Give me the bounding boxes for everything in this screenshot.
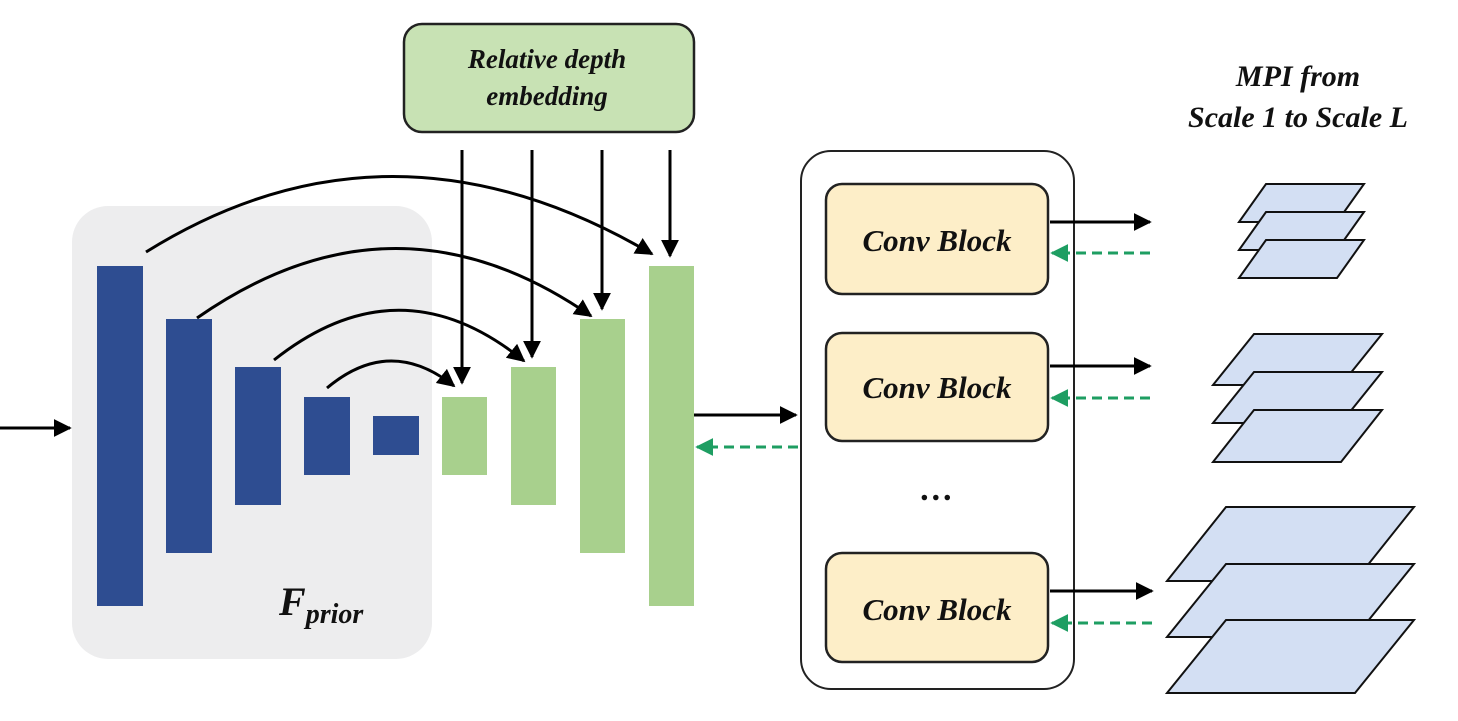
skip-arc [326,359,456,390]
skip-arc [145,175,654,256]
decoder-bar [649,266,694,606]
conv-block-1 [824,182,1050,296]
mpi-plane-stack-large [1164,506,1417,694]
conv-output-arrows [1050,213,1154,632]
decoder-bar [442,397,487,475]
skip-arc [273,308,526,363]
mpi-title-1: MPI from [1235,60,1360,93]
depth-embedding-label-2: embedding [486,81,608,111]
conv-block-2 [824,331,1050,443]
skip-connections [145,175,654,390]
prior-label-sub: prior [304,599,365,630]
mpi-plane-stack-medium [1210,333,1385,463]
encoder-bar [373,416,419,455]
depth-embedding-label-1: Relative depth [467,44,626,74]
conv-block-2-label: Conv Block [863,370,1012,405]
encoder [97,266,419,606]
embedding-arrows [453,150,679,385]
decoder-bar [580,319,625,553]
encoder-bar [166,319,212,553]
conv-block-3-label: Conv Block [863,592,1012,627]
prior-label-main: F [278,579,306,624]
depth-embedding-box [402,22,696,134]
mpi-plane-stack-small [1237,183,1366,279]
encoder-bar [97,266,143,606]
prior-label: Fprior [278,579,364,630]
conv-block-3 [824,551,1050,664]
encoder-bar [304,397,350,475]
skip-arc [196,247,593,320]
decoder [442,266,694,606]
encoder-bar [235,367,281,505]
conv-block-1-label: Conv Block [863,223,1012,258]
mpi-title-2: Scale 1 to Scale L [1188,101,1408,134]
ellipsis: … [920,471,954,508]
decoder-bar [511,367,556,505]
